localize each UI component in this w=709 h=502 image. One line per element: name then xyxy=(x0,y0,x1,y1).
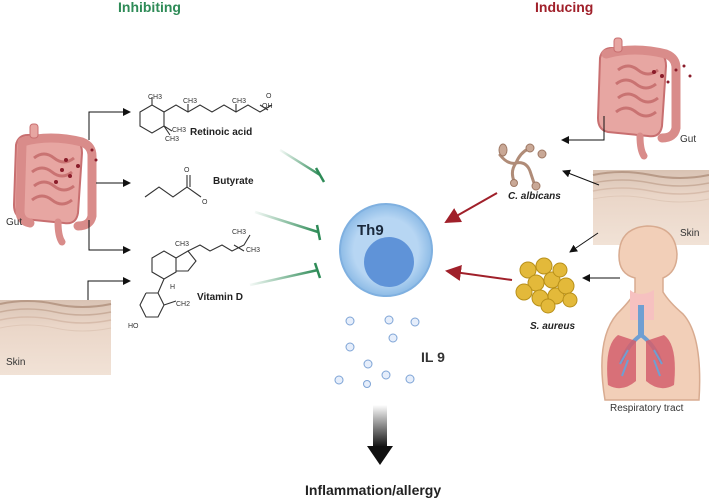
svg-text:CH3: CH3 xyxy=(172,127,186,134)
svg-text:CH3: CH3 xyxy=(183,98,197,105)
respiratory-tract-label: Respiratory tract xyxy=(610,403,684,414)
s-aureus-label: S. aureus xyxy=(530,321,576,332)
right-gut-connector xyxy=(561,116,605,144)
svg-text:CH3: CH3 xyxy=(232,229,246,236)
inducing-arrows xyxy=(444,192,513,281)
oh-atom: OH xyxy=(262,103,273,110)
th9-label: Th9 xyxy=(357,222,384,239)
il9-particles xyxy=(334,315,420,388)
inducing-header: Inducing xyxy=(535,0,594,15)
th9-cell xyxy=(339,203,433,297)
s-aureus-illustration xyxy=(515,257,578,314)
svg-text:CH3: CH3 xyxy=(165,136,179,143)
outcome-arrow xyxy=(367,405,393,465)
c-albicans-label: C. albicans xyxy=(508,191,561,202)
right-gut-label: Gut xyxy=(680,134,697,145)
retinoic-acid-atoms: CH3 CH3 CH3 OH O CH3 CH3 xyxy=(148,93,273,143)
o-atom: O xyxy=(266,93,272,100)
vitamin-d-label: Vitamin D xyxy=(197,292,243,303)
svg-text:CH3: CH3 xyxy=(246,247,260,254)
left-gut-label: Gut xyxy=(6,217,23,228)
butyrate-atoms: O O xyxy=(184,167,208,206)
right-skin-label: Skin xyxy=(680,228,700,239)
right-skin-connectors xyxy=(562,169,600,253)
respiratory-tract-illustration xyxy=(601,225,701,401)
svg-text:CH3: CH3 xyxy=(148,94,162,101)
inhibiting-header: Inhibiting xyxy=(118,0,181,15)
vitamin-d-atoms: HO H CH3 CH3 CH3 CH2 xyxy=(128,229,260,330)
right-gut-illustration xyxy=(596,37,692,160)
svg-text:O: O xyxy=(184,167,190,174)
retinoic-acid-label: Retinoic acid xyxy=(190,127,253,138)
svg-text:H: H xyxy=(170,284,175,291)
left-skin-label: Skin xyxy=(6,357,26,368)
svg-text:CH3: CH3 xyxy=(232,98,246,105)
butyrate-structure xyxy=(144,175,202,198)
svg-text:O: O xyxy=(202,199,208,206)
retinoic-acid-structure xyxy=(139,97,273,136)
il9-label: IL 9 xyxy=(421,349,445,365)
outcome-label: Inflammation/allergy xyxy=(305,482,442,498)
svg-text:CH2: CH2 xyxy=(176,301,190,308)
inhibition-lines xyxy=(249,148,326,287)
c-albicans-illustration xyxy=(498,143,547,191)
butyrate-label: Butyrate xyxy=(213,176,254,187)
svg-text:CH3: CH3 xyxy=(175,241,189,248)
left-gut-illustration xyxy=(12,123,98,246)
left-skin-illustration xyxy=(0,300,112,375)
vitamin-d-structure xyxy=(139,234,251,318)
svg-text:HO: HO xyxy=(128,323,139,330)
